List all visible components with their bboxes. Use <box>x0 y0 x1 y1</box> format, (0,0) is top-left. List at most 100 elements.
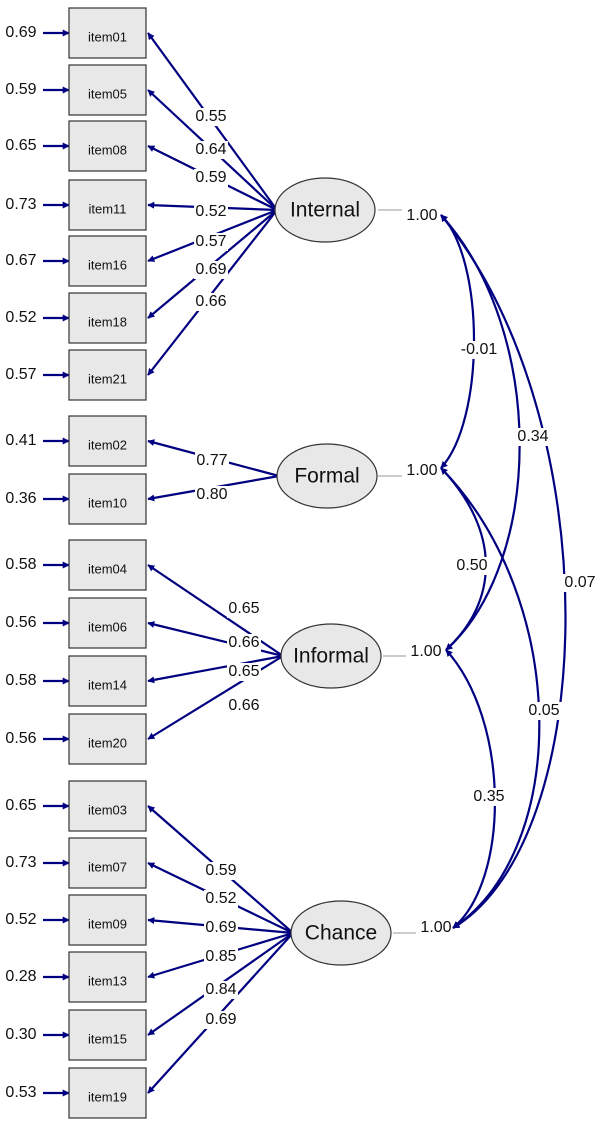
indicator-label: item03 <box>88 802 127 817</box>
indicator-label: item20 <box>88 735 127 750</box>
label-layer: 1.001.001.001.000.690.550.590.640.650.59… <box>5 24 598 1101</box>
loading-label-bg <box>194 141 228 159</box>
error-variance-label: 0.59 <box>5 81 36 98</box>
indicator-box <box>68 655 147 707</box>
error-variance-label: 0.73 <box>5 854 36 871</box>
indicator-item21: item21 <box>68 349 147 401</box>
correlation-curve-internal-informal <box>440 214 521 651</box>
loading-label: 0.55 <box>195 108 226 125</box>
loading-label-bg <box>194 261 228 279</box>
indicator-box <box>68 597 147 649</box>
loading-label-bg <box>194 169 228 187</box>
error-variance-label: 0.52 <box>5 309 36 326</box>
error-variance-label: 0.56 <box>5 730 36 747</box>
correlation-label-bg <box>526 702 562 720</box>
correlation-label-bg <box>454 557 490 575</box>
indicator-label: item08 <box>88 142 127 157</box>
indicator-label: item05 <box>88 86 127 101</box>
indicator-label: item06 <box>88 619 127 634</box>
correlation-curve-formal-chance <box>440 467 541 929</box>
error-variance-label: 0.58 <box>5 556 36 573</box>
indicator-box <box>68 120 147 172</box>
correlation-label-bg <box>458 341 500 359</box>
indicator-box <box>68 713 147 765</box>
indicator-box <box>68 837 147 889</box>
path-layer <box>43 29 567 1097</box>
error-variance-label: 0.30 <box>5 1026 36 1043</box>
indicator-item03: item03 <box>68 780 147 832</box>
loading-label-bg <box>194 203 228 221</box>
loading-label-bg <box>194 233 228 251</box>
indicator-item07: item07 <box>68 837 147 889</box>
factor-ellipse <box>276 443 378 509</box>
indicator-item08: item08 <box>68 120 147 172</box>
factor-label: Internal <box>290 199 360 222</box>
indicator-box <box>68 951 147 1003</box>
factor-variance-label: 1.00 <box>410 643 441 660</box>
loading-label-bg <box>204 862 238 880</box>
indicator-item18: item18 <box>68 292 147 344</box>
loading-label-bg <box>194 108 228 126</box>
error-variance-label: 0.56 <box>5 614 36 631</box>
correlation-label-bg <box>471 788 507 806</box>
loading-label: 0.65 <box>228 663 259 680</box>
indicator-box <box>68 1067 147 1119</box>
correlation-label: 0.07 <box>564 574 595 591</box>
loading-label: 0.77 <box>196 452 227 469</box>
loading-label-bg <box>204 919 238 937</box>
error-variance-label: 0.28 <box>5 968 36 985</box>
correlation-label: -0.01 <box>461 341 498 358</box>
indicator-label: item16 <box>88 257 127 272</box>
factor-ellipse <box>290 900 392 966</box>
factor-variance-label: 1.00 <box>406 207 437 224</box>
loading-label-bg <box>204 948 238 966</box>
loading-label: 0.65 <box>228 600 259 617</box>
factor-formal: Formal <box>276 443 402 509</box>
indicator-label: item18 <box>88 314 127 329</box>
loading-label: 0.84 <box>205 981 236 998</box>
correlation-label: 0.35 <box>473 788 504 805</box>
loading-label: 0.52 <box>205 890 236 907</box>
loading-label-bg <box>227 634 261 652</box>
error-variance-label: 0.57 <box>5 366 36 383</box>
loading-label: 0.69 <box>205 1011 236 1028</box>
indicator-label: item01 <box>88 29 127 44</box>
loading-arrow <box>147 621 284 658</box>
loading-label-bg <box>194 293 228 311</box>
loading-label-bg <box>227 600 261 618</box>
loading-label: 0.59 <box>205 862 236 879</box>
indicator-label: item07 <box>88 859 127 874</box>
loading-arrow <box>147 654 284 684</box>
error-variance-label: 0.52 <box>5 911 36 928</box>
indicator-item10: item10 <box>68 473 147 525</box>
loading-label-bg <box>227 697 261 715</box>
indicator-item14: item14 <box>68 655 147 707</box>
loading-label: 0.57 <box>195 233 226 250</box>
error-variance-label: 0.41 <box>5 432 36 449</box>
indicator-box <box>68 64 147 116</box>
indicator-box <box>68 415 147 467</box>
indicator-label: item09 <box>88 916 127 931</box>
factor-ellipse <box>280 623 382 689</box>
correlation-curve-internal-chance <box>440 214 567 929</box>
factor-label: Informal <box>293 645 369 668</box>
indicator-label: item10 <box>88 495 127 510</box>
factor-label: Formal <box>294 465 359 488</box>
indicator-label: item14 <box>88 677 127 692</box>
loading-label: 0.69 <box>205 919 236 936</box>
loading-label: 0.59 <box>195 169 226 186</box>
loading-label: 0.66 <box>228 634 259 651</box>
indicator-label: item02 <box>88 437 127 452</box>
loading-label: 0.66 <box>228 697 259 714</box>
loading-label-bg <box>195 486 229 504</box>
loading-label-bg <box>204 1011 238 1029</box>
indicator-item13: item13 <box>68 951 147 1003</box>
indicator-box <box>68 1009 147 1061</box>
loading-label: 0.64 <box>195 141 226 158</box>
factor-internal: Internal <box>274 177 402 243</box>
factor-chance: Chance <box>290 900 416 966</box>
indicator-item05: item05 <box>68 64 147 116</box>
indicator-item09: item09 <box>68 894 147 946</box>
